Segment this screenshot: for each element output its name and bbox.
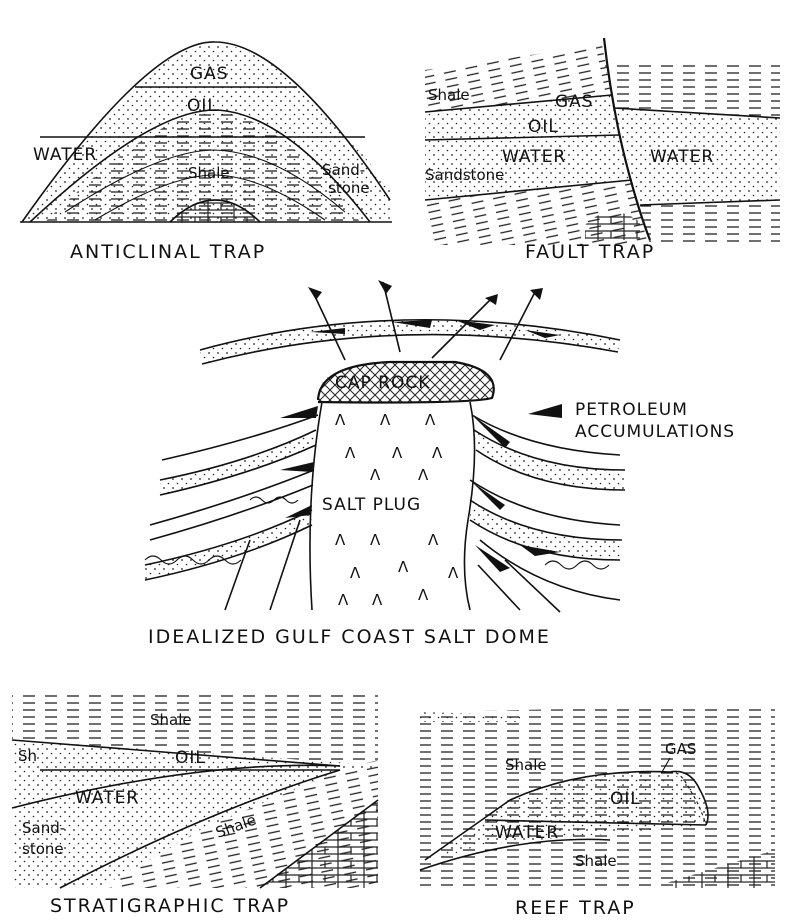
fault-water-right-label: WATER xyxy=(650,147,714,167)
anticlinal-sandstone-label-2: stone xyxy=(328,179,370,197)
svg-text:Λ: Λ xyxy=(418,466,429,484)
svg-text:Λ: Λ xyxy=(345,444,356,462)
reef-oil-label: OIL xyxy=(610,789,641,809)
reef-trap-caption: REEF TRAP xyxy=(515,897,636,919)
fault-trap-diagram: Shale GAS OIL WATER WATER Sandstone FAUL… xyxy=(425,38,780,263)
fault-shale-label: Shale xyxy=(428,86,470,104)
reef-shale-bottom-label: Shale xyxy=(575,852,617,870)
svg-text:Λ: Λ xyxy=(350,564,361,582)
fault-water-left-label: WATER xyxy=(502,147,566,167)
anticlinal-trap-diagram: GAS OIL WATER Shale Sand- stone ANTICLIN… xyxy=(20,42,392,263)
strat-water-label: WATER xyxy=(75,788,139,808)
fault-trap-caption: FAULT TRAP xyxy=(525,241,655,263)
stratigraphic-trap-diagram: Shale Sh OIL WATER Sand- stone Shale STR… xyxy=(12,695,378,917)
reef-gas-label: GAS xyxy=(665,740,696,758)
strat-sandstone-label-2: stone xyxy=(22,840,64,858)
svg-text:Λ: Λ xyxy=(425,411,436,429)
svg-text:Λ: Λ xyxy=(398,558,409,576)
svg-text:Λ: Λ xyxy=(335,531,346,549)
svg-text:Λ: Λ xyxy=(392,444,403,462)
svg-text:Λ: Λ xyxy=(372,591,383,609)
legend-label-line-2: ACCUMULATIONS xyxy=(575,422,735,442)
svg-text:Λ: Λ xyxy=(370,466,381,484)
anticlinal-oil-label: OIL xyxy=(187,96,218,116)
stratigraphic-trap-caption: STRATIGRAPHIC TRAP xyxy=(50,895,290,917)
svg-text:Λ: Λ xyxy=(335,411,346,429)
strat-oil-label: OIL xyxy=(175,748,206,768)
reef-water-label: WATER xyxy=(495,823,559,843)
cap-rock-label: CAP ROCK xyxy=(335,373,430,393)
svg-text:Λ: Λ xyxy=(448,564,459,582)
petroleum-accumulation-legend-swatch xyxy=(528,404,562,418)
anticlinal-gas-label: GAS xyxy=(190,64,229,84)
svg-text:Λ: Λ xyxy=(432,444,443,462)
strat-shale-top-label: Shale xyxy=(150,711,192,729)
anticlinal-shale-label: Shale xyxy=(188,164,230,182)
svg-text:Λ: Λ xyxy=(418,586,429,604)
fault-sandstone-label: Sandstone xyxy=(425,166,504,184)
fault-oil-label: OIL xyxy=(528,117,559,137)
reef-trap-diagram: GAS Shale OIL WATER Shale REEF TRAP xyxy=(420,705,775,919)
anticlinal-sandstone-label-1: Sand- xyxy=(322,161,365,179)
legend-label-line-1: PETROLEUM xyxy=(575,400,688,420)
strat-sandstone-label-1: Sand- xyxy=(22,819,65,837)
salt-plug-label: SALT PLUG xyxy=(322,495,421,515)
svg-text:Λ: Λ xyxy=(428,531,439,549)
reef-shale-top-label: Shale xyxy=(505,756,547,774)
svg-text:Λ: Λ xyxy=(370,531,381,549)
fault-gas-label: GAS xyxy=(555,92,594,112)
svg-text:Λ: Λ xyxy=(380,411,391,429)
anticlinal-trap-caption: ANTICLINAL TRAP xyxy=(70,241,266,263)
anticlinal-water-label: WATER xyxy=(33,145,97,165)
svg-text:Λ: Λ xyxy=(338,591,349,609)
salt-dome-caption: IDEALIZED GULF COAST SALT DOME xyxy=(148,626,551,648)
strat-sh-label: Sh xyxy=(18,747,37,765)
